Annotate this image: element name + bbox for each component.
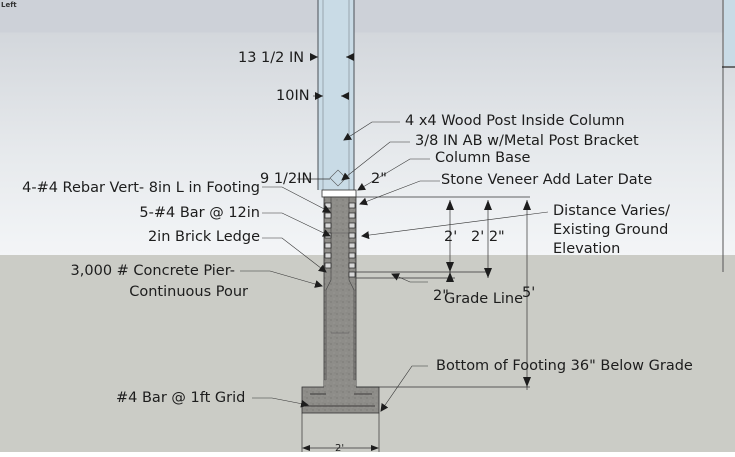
callout-distance-varies-line3: Elevation [553, 241, 621, 257]
view-label: Left [1, 1, 17, 9]
callout-column-base: Column Base [435, 150, 531, 166]
dim-ledge-2in: 2" [433, 288, 449, 304]
callout-concrete-pier-line1: 3,000 # Concrete Pier- [70, 263, 235, 279]
dim-base-width: 9 1/2IN [260, 171, 313, 187]
footing-slab [301, 380, 380, 414]
dim-column-inner: 10IN [276, 88, 310, 104]
callout-bar-12in: 5-#4 Bar @ 12in [139, 205, 260, 221]
callout-distance-varies-line2: Existing Ground [553, 222, 669, 238]
callout-concrete-pier-line2: Continuous Pour [129, 284, 248, 300]
callout-bottom-footing: Bottom of Footing 36" Below Grade [436, 358, 693, 374]
dim-base-offset: 2" [371, 171, 387, 187]
dim-total-5ft: 5' [522, 285, 536, 301]
sky-background [0, 0, 735, 255]
column-base-plate [321, 189, 357, 198]
dim-height-2ft2in: 2' 2" [471, 229, 505, 245]
callout-rebar-vert: 4-#4 Rebar Vert- 8in L in Footing [22, 180, 260, 196]
dim-column-outer: 13 1/2 IN [238, 50, 305, 66]
callout-stone-veneer: Stone Veneer Add Later Date [441, 172, 653, 188]
callout-brick-ledge: 2in Brick Ledge [147, 229, 260, 245]
dim-height-2ft: 2' [444, 229, 458, 245]
callout-grade-line: Grade Line [444, 291, 524, 307]
ground-below-grade [0, 255, 735, 452]
callout-wood-post: 4 x4 Wood Post Inside Column [405, 113, 625, 129]
adjacent-column [722, 0, 735, 272]
concrete-pier [323, 196, 357, 388]
callout-grid-bar: #4 Bar @ 1ft Grid [116, 390, 246, 406]
dim-footing-width: 2' [335, 443, 345, 454]
callout-anchor-bolt: 3/8 IN AB w/Metal Post Bracket [415, 133, 639, 149]
callout-distance-varies-line1: Distance Varies/ [553, 203, 671, 219]
